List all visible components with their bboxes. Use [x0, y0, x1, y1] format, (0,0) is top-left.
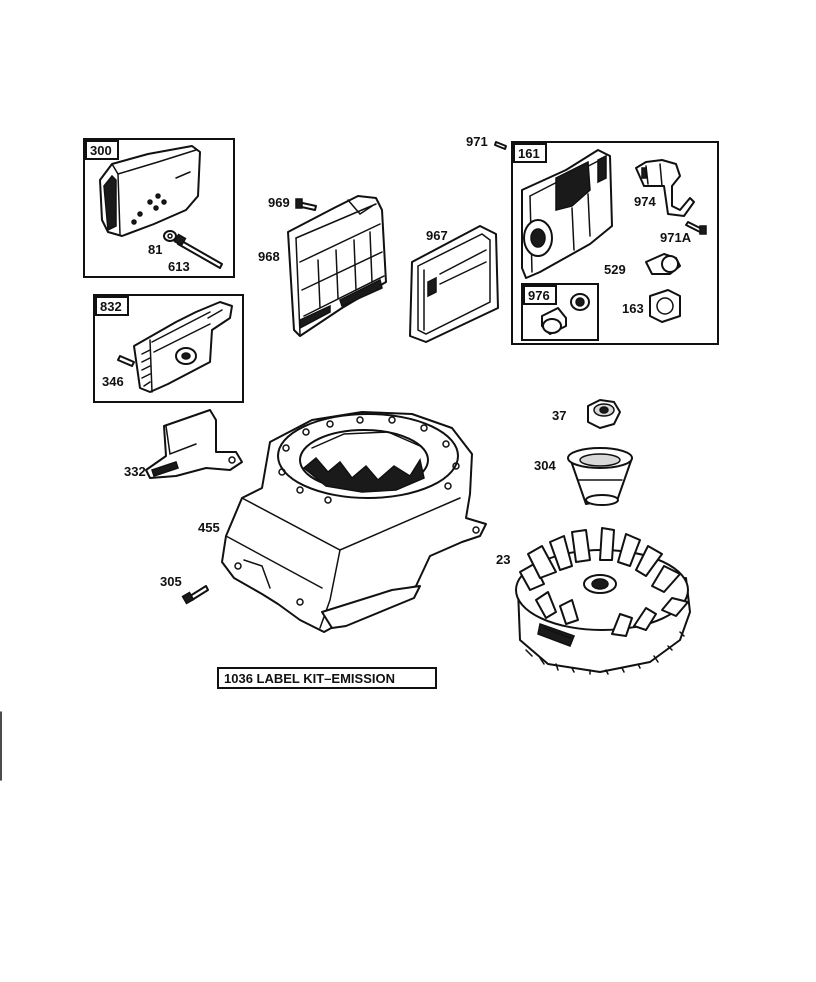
- air-filter-967[interactable]: [409, 225, 499, 343]
- nut-group: 37: [552, 399, 621, 429]
- label-kit-box: [217, 667, 437, 689]
- label-81: 81: [148, 242, 162, 257]
- label-346: 346: [102, 374, 124, 389]
- label-971a: 971A: [660, 230, 692, 245]
- tag-box-161: [513, 143, 547, 163]
- label-455: 304: [534, 458, 556, 473]
- screw-305-group: 305: [160, 574, 209, 605]
- guard-group-box: [93, 294, 244, 403]
- label-967: 967: [426, 228, 448, 243]
- label-kit-1036: 1036 LABEL KIT–EMISSION: [224, 671, 395, 686]
- label-968: 968: [258, 249, 280, 264]
- label-37: 332: [124, 464, 146, 479]
- guard-group-832: 832 346: [93, 294, 244, 403]
- muffler-guard[interactable]: [133, 301, 233, 393]
- tag-976: 976: [528, 288, 550, 303]
- tag-box-300: [85, 140, 119, 160]
- label-304: 455: [198, 520, 220, 535]
- air-cleaner-base-group: 969 968: [258, 195, 387, 337]
- carburetor-group-box: [511, 141, 719, 345]
- gasket-163[interactable]: [649, 289, 681, 323]
- muffler-body[interactable]: [99, 145, 201, 237]
- washer-81[interactable]: [163, 230, 177, 242]
- label-969: 969: [268, 195, 290, 210]
- tag-300: 300: [90, 143, 112, 158]
- label-kit-group: 1036 LABEL KIT–EMISSION: [217, 667, 437, 689]
- blower-housing-group: 455: [198, 411, 487, 633]
- tag-box-976: [523, 285, 557, 305]
- label-971: 971: [466, 134, 488, 149]
- label-23: 23: [496, 552, 510, 567]
- blower-housing-baffle: [321, 585, 421, 629]
- screw-971[interactable]: [494, 141, 507, 150]
- label-332: 37: [552, 408, 566, 423]
- tag-box-832: [95, 296, 129, 316]
- label-163: 163: [622, 301, 644, 316]
- cup-group: 304: [534, 447, 633, 506]
- muffler-group-300: 300 81 613: [83, 138, 235, 278]
- label-305: 305: [160, 574, 182, 589]
- flywheel-group: 23: [496, 527, 691, 675]
- screw-346[interactable]: [117, 355, 135, 367]
- tag-832: 832: [100, 299, 122, 314]
- label-974: 974: [634, 194, 656, 209]
- muffler-group-box: [83, 138, 235, 278]
- shield-group: 332: [124, 409, 243, 479]
- muffler-end-shading: [103, 174, 117, 232]
- label-613: 613: [168, 259, 190, 274]
- tag-161: 161: [518, 146, 540, 161]
- label-529: 529: [604, 262, 626, 277]
- sub-group-box-976: [521, 283, 599, 341]
- bracket-974[interactable]: [635, 159, 695, 217]
- air-filter-group: 967: [409, 225, 499, 343]
- carburetor-group-161: 971 161 974 971A 529 163 976: [466, 134, 719, 345]
